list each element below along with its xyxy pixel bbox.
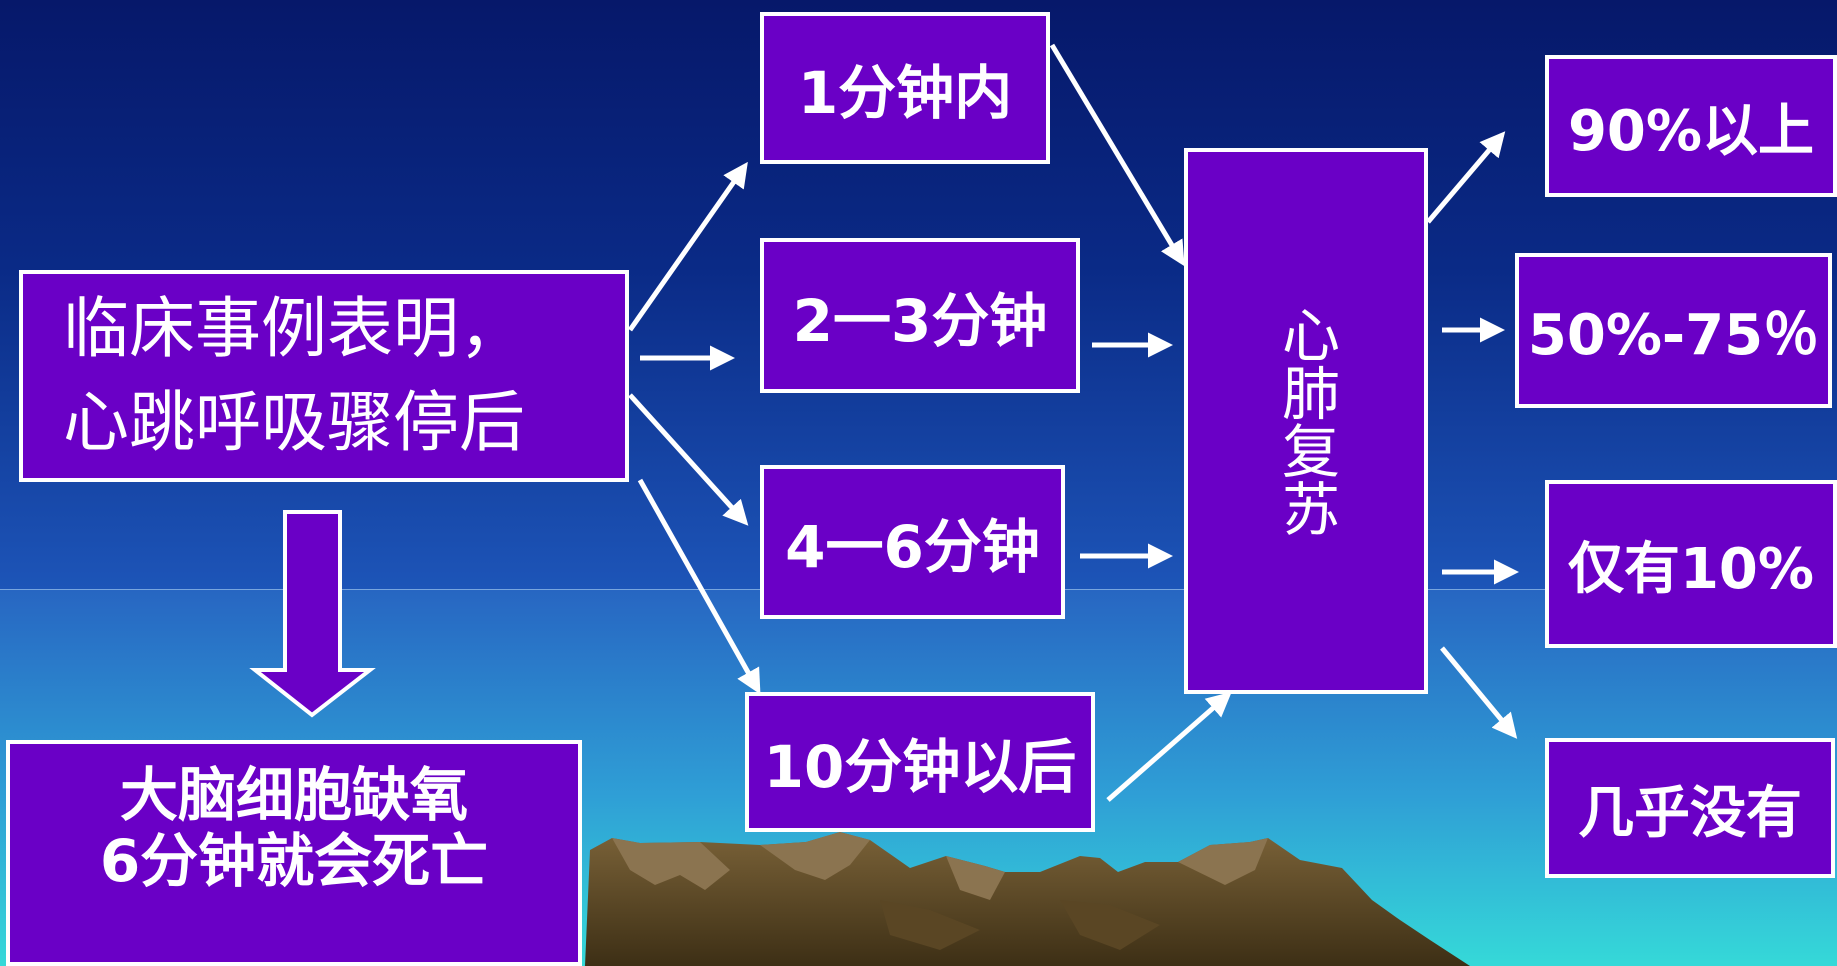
rock-island bbox=[585, 832, 1470, 966]
time-box-4: 10分钟以后 bbox=[745, 692, 1095, 832]
outcome-label-4: 几乎没有 bbox=[1578, 780, 1802, 846]
arrow-cause-to-10min bbox=[637, 478, 761, 695]
arrows bbox=[627, 43, 1519, 802]
outcome-box-2: 50%-75％ bbox=[1515, 253, 1832, 408]
cpr-box: 心肺复苏 bbox=[1184, 148, 1428, 694]
arrow-cause-to-1min bbox=[627, 161, 748, 332]
arrow-cause-to-4-6min bbox=[628, 393, 749, 526]
cause-box: 临床事例表明， 心跳呼吸骤停后 bbox=[19, 270, 629, 482]
outcome-label-1: 90%以上 bbox=[1567, 98, 1815, 164]
time-label-2: 2一3分钟 bbox=[792, 286, 1048, 355]
outcome-label-2: 50%-75％ bbox=[1527, 303, 1820, 368]
result-text: 大脑细胞缺氧 6分钟就会死亡 bbox=[99, 761, 489, 895]
outcome-box-4: 几乎没有 bbox=[1545, 738, 1835, 878]
down-arrow bbox=[249, 510, 376, 718]
outcome-box-3: 仅有10% bbox=[1545, 480, 1837, 648]
arrow-1min-to-cpr bbox=[1049, 43, 1185, 267]
time-label-3: 4一6分钟 bbox=[785, 513, 1040, 581]
time-box-1: 1分钟内 bbox=[760, 12, 1050, 164]
cause-text: 临床事例表明， 心跳呼吸骤停后 bbox=[63, 290, 525, 461]
arrow-10min-to-cpr bbox=[1106, 691, 1232, 802]
cpr-text: 心肺复苏 bbox=[1272, 305, 1340, 537]
arrow-cpr-to-almost-none bbox=[1440, 646, 1518, 739]
time-label-4: 10分钟以后 bbox=[763, 733, 1077, 801]
time-box-3: 4一6分钟 bbox=[760, 465, 1065, 619]
arrow-cpr-to-90 bbox=[1426, 131, 1506, 224]
time-label-1: 1分钟内 bbox=[797, 59, 1013, 127]
outcome-box-1: 90%以上 bbox=[1545, 55, 1837, 197]
time-box-2: 2一3分钟 bbox=[760, 238, 1080, 393]
outcome-label-3: 仅有10% bbox=[1567, 536, 1815, 602]
result-box: 大脑细胞缺氧 6分钟就会死亡 bbox=[6, 740, 582, 966]
